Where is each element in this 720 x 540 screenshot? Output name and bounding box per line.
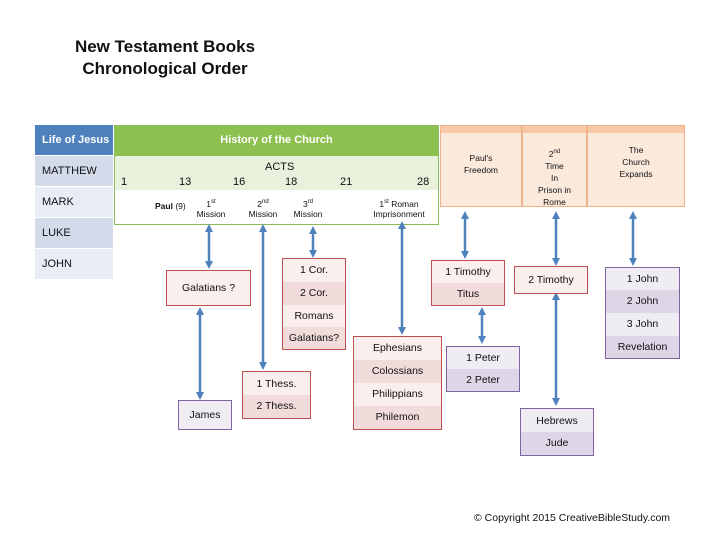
page-title: New Testament Books Chronological Order: [40, 36, 290, 80]
book-ephesians: Ephesians: [354, 337, 441, 360]
first-roman-imprisonment: 1st Roman Imprisonment: [373, 198, 425, 219]
period-pauls-freedom: Paul's Freedom: [440, 125, 522, 207]
paul-name: Paul: [155, 201, 173, 211]
group-prison-letters: Ephesians Colossians Philippians Philemo…: [353, 336, 442, 430]
group-john-revelation: 1 John 2 John 3 John Revelation: [605, 267, 680, 359]
chapter-18: 18: [285, 176, 298, 188]
chapter-16: 16: [233, 176, 246, 188]
acts-label: ACTS: [265, 161, 295, 173]
group-peter: 1 Peter 2 Peter: [446, 346, 520, 392]
book-2-peter: 2 Peter: [447, 369, 519, 391]
book-3-john: 3 John: [606, 313, 679, 336]
gospels-header: Life of Jesus: [35, 125, 113, 156]
book-2-cor: 2 Cor.: [283, 282, 345, 305]
group-third-mission-letters: 1 Cor. 2 Cor. Romans Galatians?: [282, 258, 346, 350]
book-colossians: Colossians: [354, 360, 441, 383]
mission-3: 3rd Mission: [293, 198, 323, 219]
church-history-header: History of the Church: [115, 126, 438, 156]
group-hebrews-jude: Hebrews Jude: [520, 408, 594, 456]
book-james: James: [178, 400, 232, 430]
gospel-luke: LUKE: [35, 218, 113, 249]
book-titus: Titus: [432, 283, 504, 305]
gospel-mark: MARK: [35, 187, 113, 218]
chapter-1: 1: [121, 176, 128, 188]
period-second-prison: 2nd Time In Prison in Rome: [522, 125, 587, 207]
paul-years: (9): [175, 201, 186, 211]
gospel-john: JOHN: [35, 249, 113, 280]
book-1-peter: 1 Peter: [447, 347, 519, 369]
book-hebrews: Hebrews: [521, 409, 593, 432]
book-2-thess: 2 Thess.: [243, 395, 310, 418]
book-galatians-alt: Galatians?: [283, 327, 345, 349]
group-thessalonians: 1 Thess. 2 Thess.: [242, 371, 311, 419]
gospel-matthew: MATTHEW: [35, 156, 113, 187]
group-pastoral-letters: 1 Timothy Titus: [431, 260, 505, 306]
book-2-timothy: 2 Timothy: [514, 266, 588, 294]
book-1-thess: 1 Thess.: [243, 372, 310, 395]
book-galatians: Galatians ?: [166, 270, 251, 306]
book-philemon: Philemon: [354, 406, 441, 429]
chapter-13: 13: [179, 176, 192, 188]
book-romans: Romans: [283, 305, 345, 327]
mission-2: 2nd Mission: [248, 198, 278, 219]
title-line-1: New Testament Books: [74, 37, 256, 56]
mission-1: 1st Mission: [196, 198, 226, 219]
chapter-28: 28: [417, 176, 430, 188]
book-1-john: 1 John: [606, 268, 679, 290]
chapter-21: 21: [340, 176, 353, 188]
period-church-expands: The Church Expands: [587, 125, 685, 207]
book-revelation: Revelation: [606, 336, 679, 358]
paul-label: Paul (9): [155, 201, 186, 211]
church-history-panel: History of the Church ACTS 1 13 16 18 21…: [114, 125, 439, 225]
book-2-john: 2 John: [606, 290, 679, 313]
book-philippians: Philippians: [354, 383, 441, 406]
book-1-timothy: 1 Timothy: [432, 261, 504, 283]
acts-band: [115, 156, 438, 190]
book-1-cor: 1 Cor.: [283, 259, 345, 282]
title-line-2: Chronological Order: [82, 59, 248, 78]
book-jude: Jude: [521, 432, 593, 455]
copyright-notice: © Copyright 2015 CreativeBibleStudy.com: [474, 512, 671, 524]
